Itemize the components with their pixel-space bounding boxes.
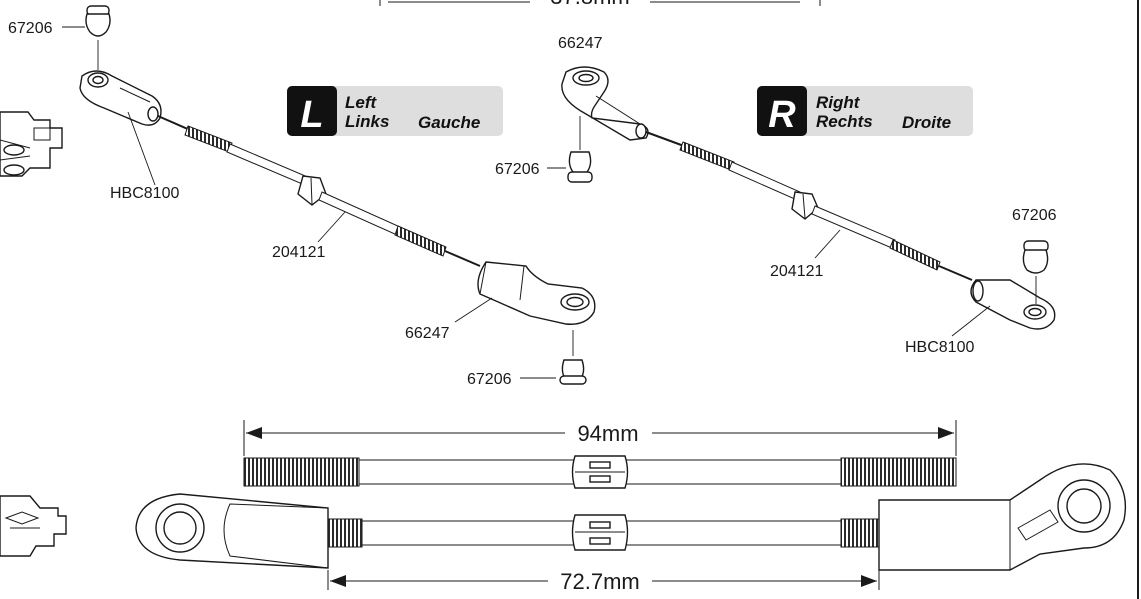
car-sketch-lower: [0, 495, 67, 557]
right-assembly: 66247 67206 204121 H: [495, 35, 1057, 356]
rod-length-dimension: 94mm: [243, 420, 957, 456]
label-hbc8100-right: HBC8100: [905, 339, 974, 356]
turnbuckle-rod-full: [243, 455, 957, 489]
label-67206-lower-left: 67206: [467, 371, 512, 388]
top-dimension-label: 37.8mm: [550, 0, 629, 9]
badge-letter-left: L: [300, 94, 323, 136]
badge-right-fr: Droite: [902, 113, 951, 132]
car-sketch-upper: [0, 111, 63, 177]
label-67206-right-left: 67206: [495, 161, 540, 178]
label-hbc8100-left: HBC8100: [110, 185, 179, 202]
badge-right-de: Rechts: [816, 112, 873, 131]
badge-left-de: Links: [345, 112, 389, 131]
label-67206-upper-left: 67206: [8, 20, 53, 37]
assembled-length-label: 72.7mm: [560, 569, 639, 594]
rod-end-66247-right: [561, 66, 649, 150]
label-204121-left: 204121: [272, 244, 325, 261]
ball-stud-67206-right-right: [1022, 240, 1049, 274]
ball-stud-67206-upper-left: [85, 5, 111, 70]
ball-stud-67206-right-left: [567, 151, 593, 183]
badge-left-fr: Gauche: [418, 113, 480, 132]
badge-letter-right: R: [768, 94, 796, 136]
badge-left-en: Left: [345, 93, 378, 112]
assembled-link: [135, 463, 1127, 571]
assembled-length-dimension: 72.7mm: [327, 569, 880, 594]
rod-end-hbc8100-left: [79, 70, 162, 126]
threaded-rod-right: [645, 131, 973, 281]
rod-end-66247-left: [477, 261, 596, 356]
label-67206-right-right: 67206: [1012, 207, 1057, 224]
top-dimension: 37.8mm: [379, 0, 821, 9]
label-66247-right: 66247: [558, 35, 603, 52]
rod-end-hbc8100-right: [970, 276, 1056, 330]
badge-right-en: Right: [816, 93, 861, 112]
ball-stud-67206-lower-left: [559, 359, 587, 385]
threaded-rod-left: [157, 115, 481, 267]
right-side-badge: R Right Rechts Droite: [757, 86, 973, 136]
left-side-badge: L Left Links Gauche: [287, 86, 503, 136]
rod-length-label: 94mm: [577, 421, 638, 446]
left-assembly: 67206 HBC8100 204121: [8, 5, 596, 388]
label-66247-left: 66247: [405, 325, 450, 342]
label-204121-right: 204121: [770, 263, 823, 280]
